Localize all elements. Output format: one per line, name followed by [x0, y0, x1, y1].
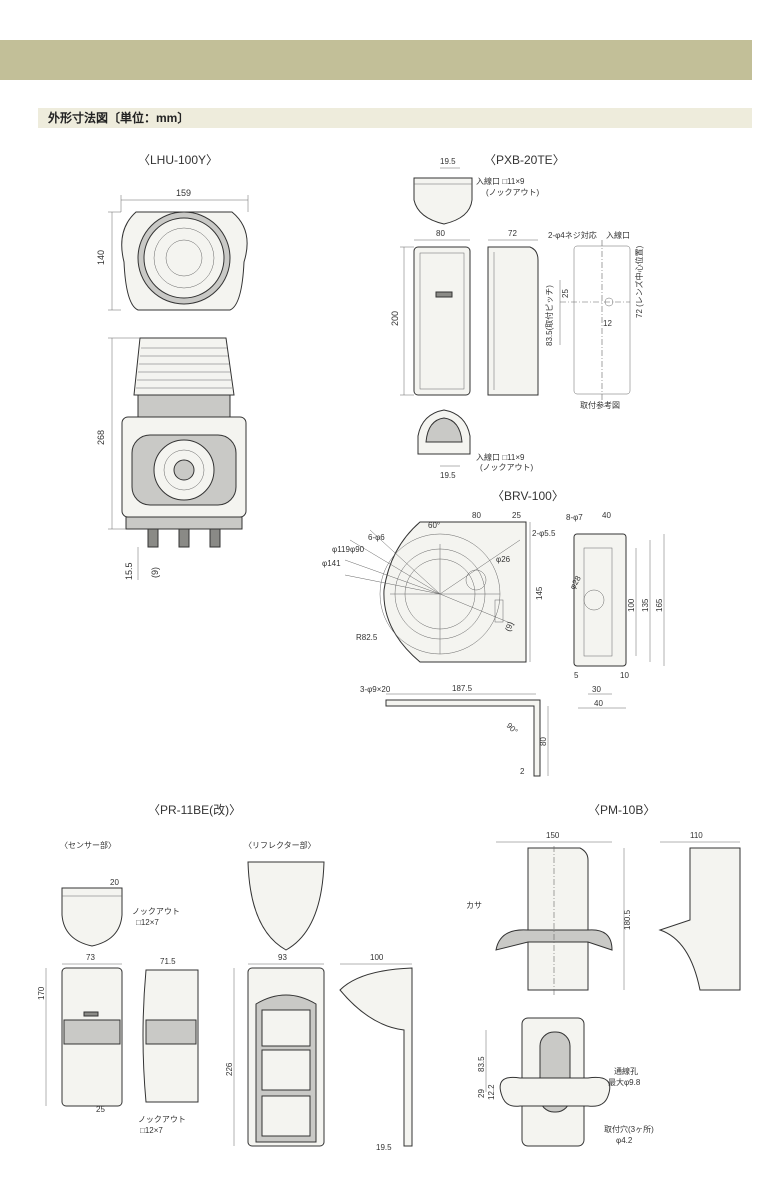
pr-d226: 226	[225, 1062, 234, 1076]
brv-phi141: φ141	[322, 559, 341, 568]
pr-d19: 19.5	[376, 1143, 392, 1152]
lhu-dim-width: 159	[176, 188, 191, 198]
brv-d30: 30	[592, 685, 601, 694]
pxb-dim-w: 80	[436, 229, 445, 238]
brv-phi119: φ119	[332, 545, 350, 554]
lhu-dim-pipe2: (9)	[150, 567, 160, 578]
lhu-drawing: 〈LHU-100Y〉 159 140	[96, 153, 249, 580]
pr-title: 〈PR-11BE(改)〉	[148, 803, 241, 817]
lhu-dim-pipe: 15.5	[124, 562, 134, 580]
brv-d145: 145	[535, 586, 544, 600]
brv-title: 〈BRV-100〉	[492, 489, 564, 503]
brv-phi26: φ26	[496, 555, 511, 564]
pr-knock1: ノックアウト	[132, 907, 180, 916]
brv-d8: 8-φ7	[566, 513, 583, 522]
section-title: 外形寸法図〔単位：mm〕	[38, 108, 752, 128]
pr-d71: 71.5	[160, 957, 176, 966]
pm-d83: 83.5	[477, 1056, 486, 1072]
pxb-drawing: 〈PXB-20TE〉 19.5 入線口 □11×9 (ノックアウト) 80 20…	[390, 153, 644, 480]
pxb-label-screw: 2-φ4ネジ対応	[548, 230, 597, 240]
pr-knock2: ノックアウト	[138, 1115, 186, 1124]
pm-d29: 29	[477, 1089, 486, 1098]
brv-a90: 90°	[505, 721, 520, 736]
brv-drawing: 〈BRV-100〉 60° 80 25 2-φ5.5 6-φ6 φ119 φ90…	[322, 489, 665, 777]
pm-hole: 通線孔	[614, 1066, 638, 1076]
lhu-dim-depth: 140	[96, 250, 106, 265]
brv-d9: (9)	[503, 620, 515, 633]
pxb-label-knock-b: (ノックアウト)	[480, 463, 534, 472]
brv-d40b: 40	[594, 699, 603, 708]
brv-d40: 40	[602, 511, 611, 520]
pr-knock2s: □12×7	[140, 1126, 163, 1135]
brv-d5: 5	[574, 671, 579, 680]
brv-d2b: 2	[520, 767, 525, 776]
lhu-title: 〈LHU-100Y〉	[138, 153, 218, 167]
pm-drawing: 〈PM-10B〉 150 カサ 180.5 110 83.5 29 12.2 通…	[466, 803, 741, 1147]
pm-d110: 110	[690, 831, 703, 840]
pr-sensor-label: 〈センサー部〉	[60, 840, 116, 850]
brv-r: R82.5	[356, 633, 378, 642]
lhu-dim-height: 268	[96, 430, 106, 445]
pr-reflector-label: 〈リフレクター部〉	[244, 840, 316, 850]
pxb-dim-top: 19.5	[440, 157, 456, 166]
pr-knock1s: □12×7	[136, 918, 159, 927]
pm-title: 〈PM-10B〉	[588, 803, 655, 817]
brv-angle: 60°	[428, 521, 440, 530]
brv-d80v: 80	[539, 737, 548, 746]
pxb-dim-pitch: 83.5(取付ピッチ)	[544, 285, 554, 346]
brv-d165: 165	[655, 598, 664, 612]
brv-d100: 100	[627, 598, 636, 612]
pxb-label-knock: (ノックアウト)	[486, 188, 540, 197]
pr-d25: 25	[96, 1105, 105, 1114]
pm-kasa: カサ	[466, 901, 482, 910]
header-band	[0, 40, 752, 80]
pm-d150: 150	[546, 831, 560, 840]
brv-d80: 80	[472, 511, 481, 520]
pm-mount2: φ4.2	[616, 1136, 633, 1145]
pxb-label-inlet: 入線口 □11×9	[476, 176, 525, 186]
brv-d135: 135	[641, 598, 650, 612]
pxb-dim-bottom: 19.5	[440, 471, 456, 480]
pr-drawing: 〈PR-11BE(改)〉 〈センサー部〉 〈リフレクター部〉 20 ノックアウト…	[37, 803, 413, 1152]
brv-d2: 2-φ5.5	[532, 529, 556, 538]
pr-d73: 73	[86, 953, 95, 962]
brv-holes6: 6-φ6	[368, 533, 385, 542]
pxb-dim-lens: 72 (レンズ中心位置)	[634, 245, 644, 318]
pxb-dim-d25: 25	[561, 289, 570, 298]
pxb-dim-d: 72	[508, 229, 517, 238]
brv-phi90: φ90	[350, 545, 365, 554]
brv-d10: 10	[620, 671, 629, 680]
pxb-dim-h: 200	[390, 311, 400, 326]
pr-d20: 20	[110, 878, 119, 887]
brv-d187: 187.5	[452, 684, 473, 693]
pxb-label-mount-ref: 取付参考図	[580, 400, 620, 410]
brv-holes3: 3-φ9×20	[360, 685, 391, 694]
pr-d93: 93	[278, 953, 287, 962]
pxb-title: 〈PXB-20TE〉	[484, 153, 565, 167]
pm-mount: 取付穴(3ヶ所)	[604, 1124, 654, 1134]
pxb-label-inlet-b: 入線口 □11×9	[476, 452, 525, 462]
pm-hole2: 最大φ9.8	[608, 1077, 641, 1087]
pr-d170: 170	[37, 986, 46, 1000]
brv-d25: 25	[512, 511, 521, 520]
pr-d100: 100	[370, 953, 384, 962]
pxb-label-inlet2: 入線口	[606, 230, 630, 240]
pm-d180: 180.5	[623, 909, 632, 930]
pm-d12: 12.2	[487, 1084, 496, 1100]
pxb-dim-d12: 12	[603, 319, 612, 328]
